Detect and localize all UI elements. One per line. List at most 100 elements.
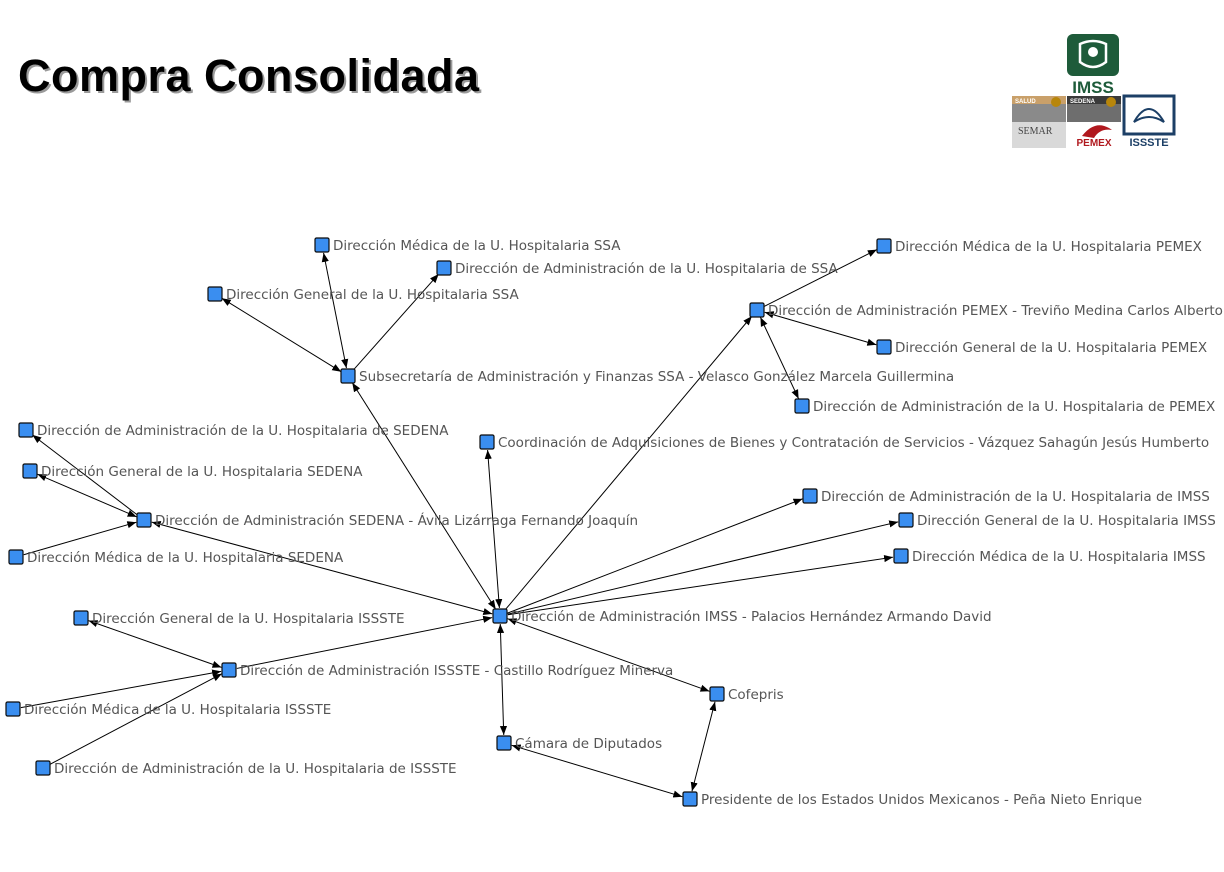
imss-logo-text: IMSS (1072, 78, 1114, 97)
node-label: Dirección Médica de la U. Hospitalaria I… (912, 549, 1206, 565)
edge-imss-admin-to-pemex-admin (504, 315, 753, 611)
sedena-logo-text: SEDENA (1070, 99, 1096, 105)
node-marker[interactable] (314, 237, 330, 253)
node-marker[interactable] (73, 610, 89, 626)
node-marker[interactable] (682, 791, 698, 807)
node-pemex-gen[interactable]: Dirección General de la U. Hospitalaria … (876, 339, 1207, 356)
pemex-logo-text: PEMEX (1076, 138, 1111, 149)
edge-imss-admin-to-coord (484, 449, 503, 609)
node-ssa-adm[interactable]: Dirección de Administración de la U. Hos… (436, 260, 838, 277)
node-marker[interactable] (898, 512, 914, 528)
pemex-logo: PEMEX (1076, 125, 1112, 149)
node-issste-admin[interactable]: Dirección de Administración ISSSTE - Cas… (221, 662, 673, 679)
node-sedena-gen[interactable]: Dirección General de la U. Hospitalaria … (22, 463, 363, 480)
edge-imss-admin-to-ssa-sub (351, 382, 497, 610)
node-marker[interactable] (479, 434, 495, 450)
node-marker[interactable] (136, 512, 152, 528)
node-label: Dirección de Administración de la U. Hos… (54, 761, 457, 777)
edge-imss-admin-to-camara (496, 623, 508, 736)
node-label: Dirección Médica de la U. Hospitalaria P… (895, 239, 1202, 255)
node-imss-admin[interactable]: Dirección de Administración IMSS - Palac… (492, 608, 992, 625)
node-marker[interactable] (876, 339, 892, 355)
node-issste-gen[interactable]: Dirección General de la U. Hospitalaria … (73, 610, 405, 627)
node-label: Dirección de Administración ISSSTE - Cas… (240, 663, 673, 679)
node-label: Dirección General de la U. Hospitalaria … (895, 340, 1207, 356)
edge-imss-admin-to-imss-med (507, 554, 894, 616)
node-marker[interactable] (8, 549, 24, 565)
node-imss-adm[interactable]: Dirección de Administración de la U. Hos… (802, 488, 1210, 505)
node-sedena-adm[interactable]: Dirección de Administración de la U. Hos… (18, 422, 449, 439)
node-pemex-admin[interactable]: Dirección de Administración PEMEX - Trev… (749, 302, 1223, 319)
node-sedena-med[interactable]: Dirección Médica de la U. Hospitalaria S… (8, 549, 344, 566)
node-label: Dirección de Administración IMSS - Palac… (511, 609, 992, 625)
node-label: Presidente de los Estados Unidos Mexican… (701, 792, 1142, 808)
node-pemex-adm[interactable]: Dirección de Administración de la U. Hos… (794, 398, 1215, 415)
node-label: Dirección General de la U. Hospitalaria … (917, 513, 1216, 529)
edge-ssa-sub-to-ssa-gen (221, 297, 342, 373)
node-marker[interactable] (5, 701, 21, 717)
node-marker[interactable] (876, 238, 892, 254)
node-marker[interactable] (340, 368, 356, 384)
node-marker[interactable] (18, 422, 34, 438)
node-label: Dirección de Administración de la U. Hos… (37, 423, 449, 439)
institution-logos: IMSS SALUD SEDENA SEMAR PEMEX ISSSTE (1012, 34, 1176, 149)
edge-pemex-admin-to-pemex-adm (759, 317, 800, 399)
imss-logo: IMSS (1067, 34, 1119, 97)
node-pemex-med[interactable]: Dirección Médica de la U. Hospitalaria P… (876, 238, 1202, 255)
semar-logo: SEMAR (1012, 122, 1066, 148)
issste-logo-text: ISSSTE (1129, 137, 1168, 149)
issste-logo: ISSSTE (1122, 94, 1176, 149)
node-camara[interactable]: Cámara de Diputados (496, 735, 662, 752)
node-label: Dirección de Administración de la U. Hos… (813, 399, 1215, 415)
edge-issste-admin-to-imss-admin (236, 615, 493, 669)
node-marker[interactable] (436, 260, 452, 276)
node-marker[interactable] (749, 302, 765, 318)
node-imss-med[interactable]: Dirección Médica de la U. Hospitalaria I… (893, 548, 1206, 565)
node-label: Dirección Médica de la U. Hospitalaria S… (27, 550, 344, 566)
edge-pemex-admin-to-pemex-med (763, 249, 878, 307)
edge-sedena-admin-to-sedena-gen (37, 473, 137, 518)
edge-cofepris-to-presidente (690, 701, 717, 792)
node-marker[interactable] (492, 608, 508, 624)
edge-issste-adm-to-issste-admin (49, 673, 223, 765)
node-imss-gen[interactable]: Dirección General de la U. Hospitalaria … (898, 512, 1216, 529)
node-presidente[interactable]: Presidente de los Estados Unidos Mexican… (682, 791, 1142, 808)
node-marker[interactable] (22, 463, 38, 479)
node-label: Dirección General de la U. Hospitalaria … (226, 287, 519, 303)
node-cofepris[interactable]: Cofepris (709, 686, 784, 703)
node-label: Dirección de Administración de la U. Hos… (821, 489, 1210, 505)
node-marker[interactable] (802, 488, 818, 504)
node-label: Dirección Médica de la U. Hospitalaria I… (24, 702, 331, 718)
salud-logo-text: SALUD (1015, 99, 1036, 105)
node-issste-med[interactable]: Dirección Médica de la U. Hospitalaria I… (5, 701, 331, 718)
node-marker[interactable] (496, 735, 512, 751)
node-issste-adm[interactable]: Dirección de Administración de la U. Hos… (35, 760, 457, 777)
node-label: Cofepris (728, 687, 784, 703)
edge-ssa-sub-to-ssa-med (321, 252, 349, 369)
node-marker[interactable] (221, 662, 237, 678)
node-label: Cámara de Diputados (515, 736, 662, 752)
node-label: Dirección General de la U. Hospitalaria … (41, 464, 363, 480)
nodes-layer: Dirección de Administración IMSS - Palac… (5, 237, 1223, 808)
node-label: Dirección de Administración PEMEX - Trev… (768, 303, 1223, 319)
salud-sedena-logo: SALUD SEDENA (1012, 96, 1121, 122)
node-marker[interactable] (794, 398, 810, 414)
node-label: Dirección General de la U. Hospitalaria … (92, 611, 405, 627)
node-marker[interactable] (709, 686, 725, 702)
edges-layer (20, 249, 899, 798)
node-marker[interactable] (893, 548, 909, 564)
node-label: Dirección de Administración SEDENA - Ávi… (155, 512, 638, 529)
node-sedena-admin[interactable]: Dirección de Administración SEDENA - Ávi… (136, 512, 638, 529)
node-marker[interactable] (35, 760, 51, 776)
edge-imss-admin-to-cofepris (507, 618, 710, 692)
node-ssa-gen[interactable]: Dirección General de la U. Hospitalaria … (207, 286, 519, 303)
edge-imss-admin-to-imss-adm (507, 498, 803, 614)
edge-ssa-sub-to-ssa-adm (352, 273, 440, 371)
node-ssa-sub[interactable]: Subsecretaría de Administración y Finanz… (340, 368, 954, 385)
edge-sedena-med-to-sedena-admin (23, 521, 137, 556)
edge-issste-admin-to-issste-gen (88, 620, 222, 668)
node-marker[interactable] (207, 286, 223, 302)
node-coord[interactable]: Coordinación de Adquisiciones de Bienes … (479, 434, 1209, 451)
node-ssa-med[interactable]: Dirección Médica de la U. Hospitalaria S… (314, 237, 621, 254)
